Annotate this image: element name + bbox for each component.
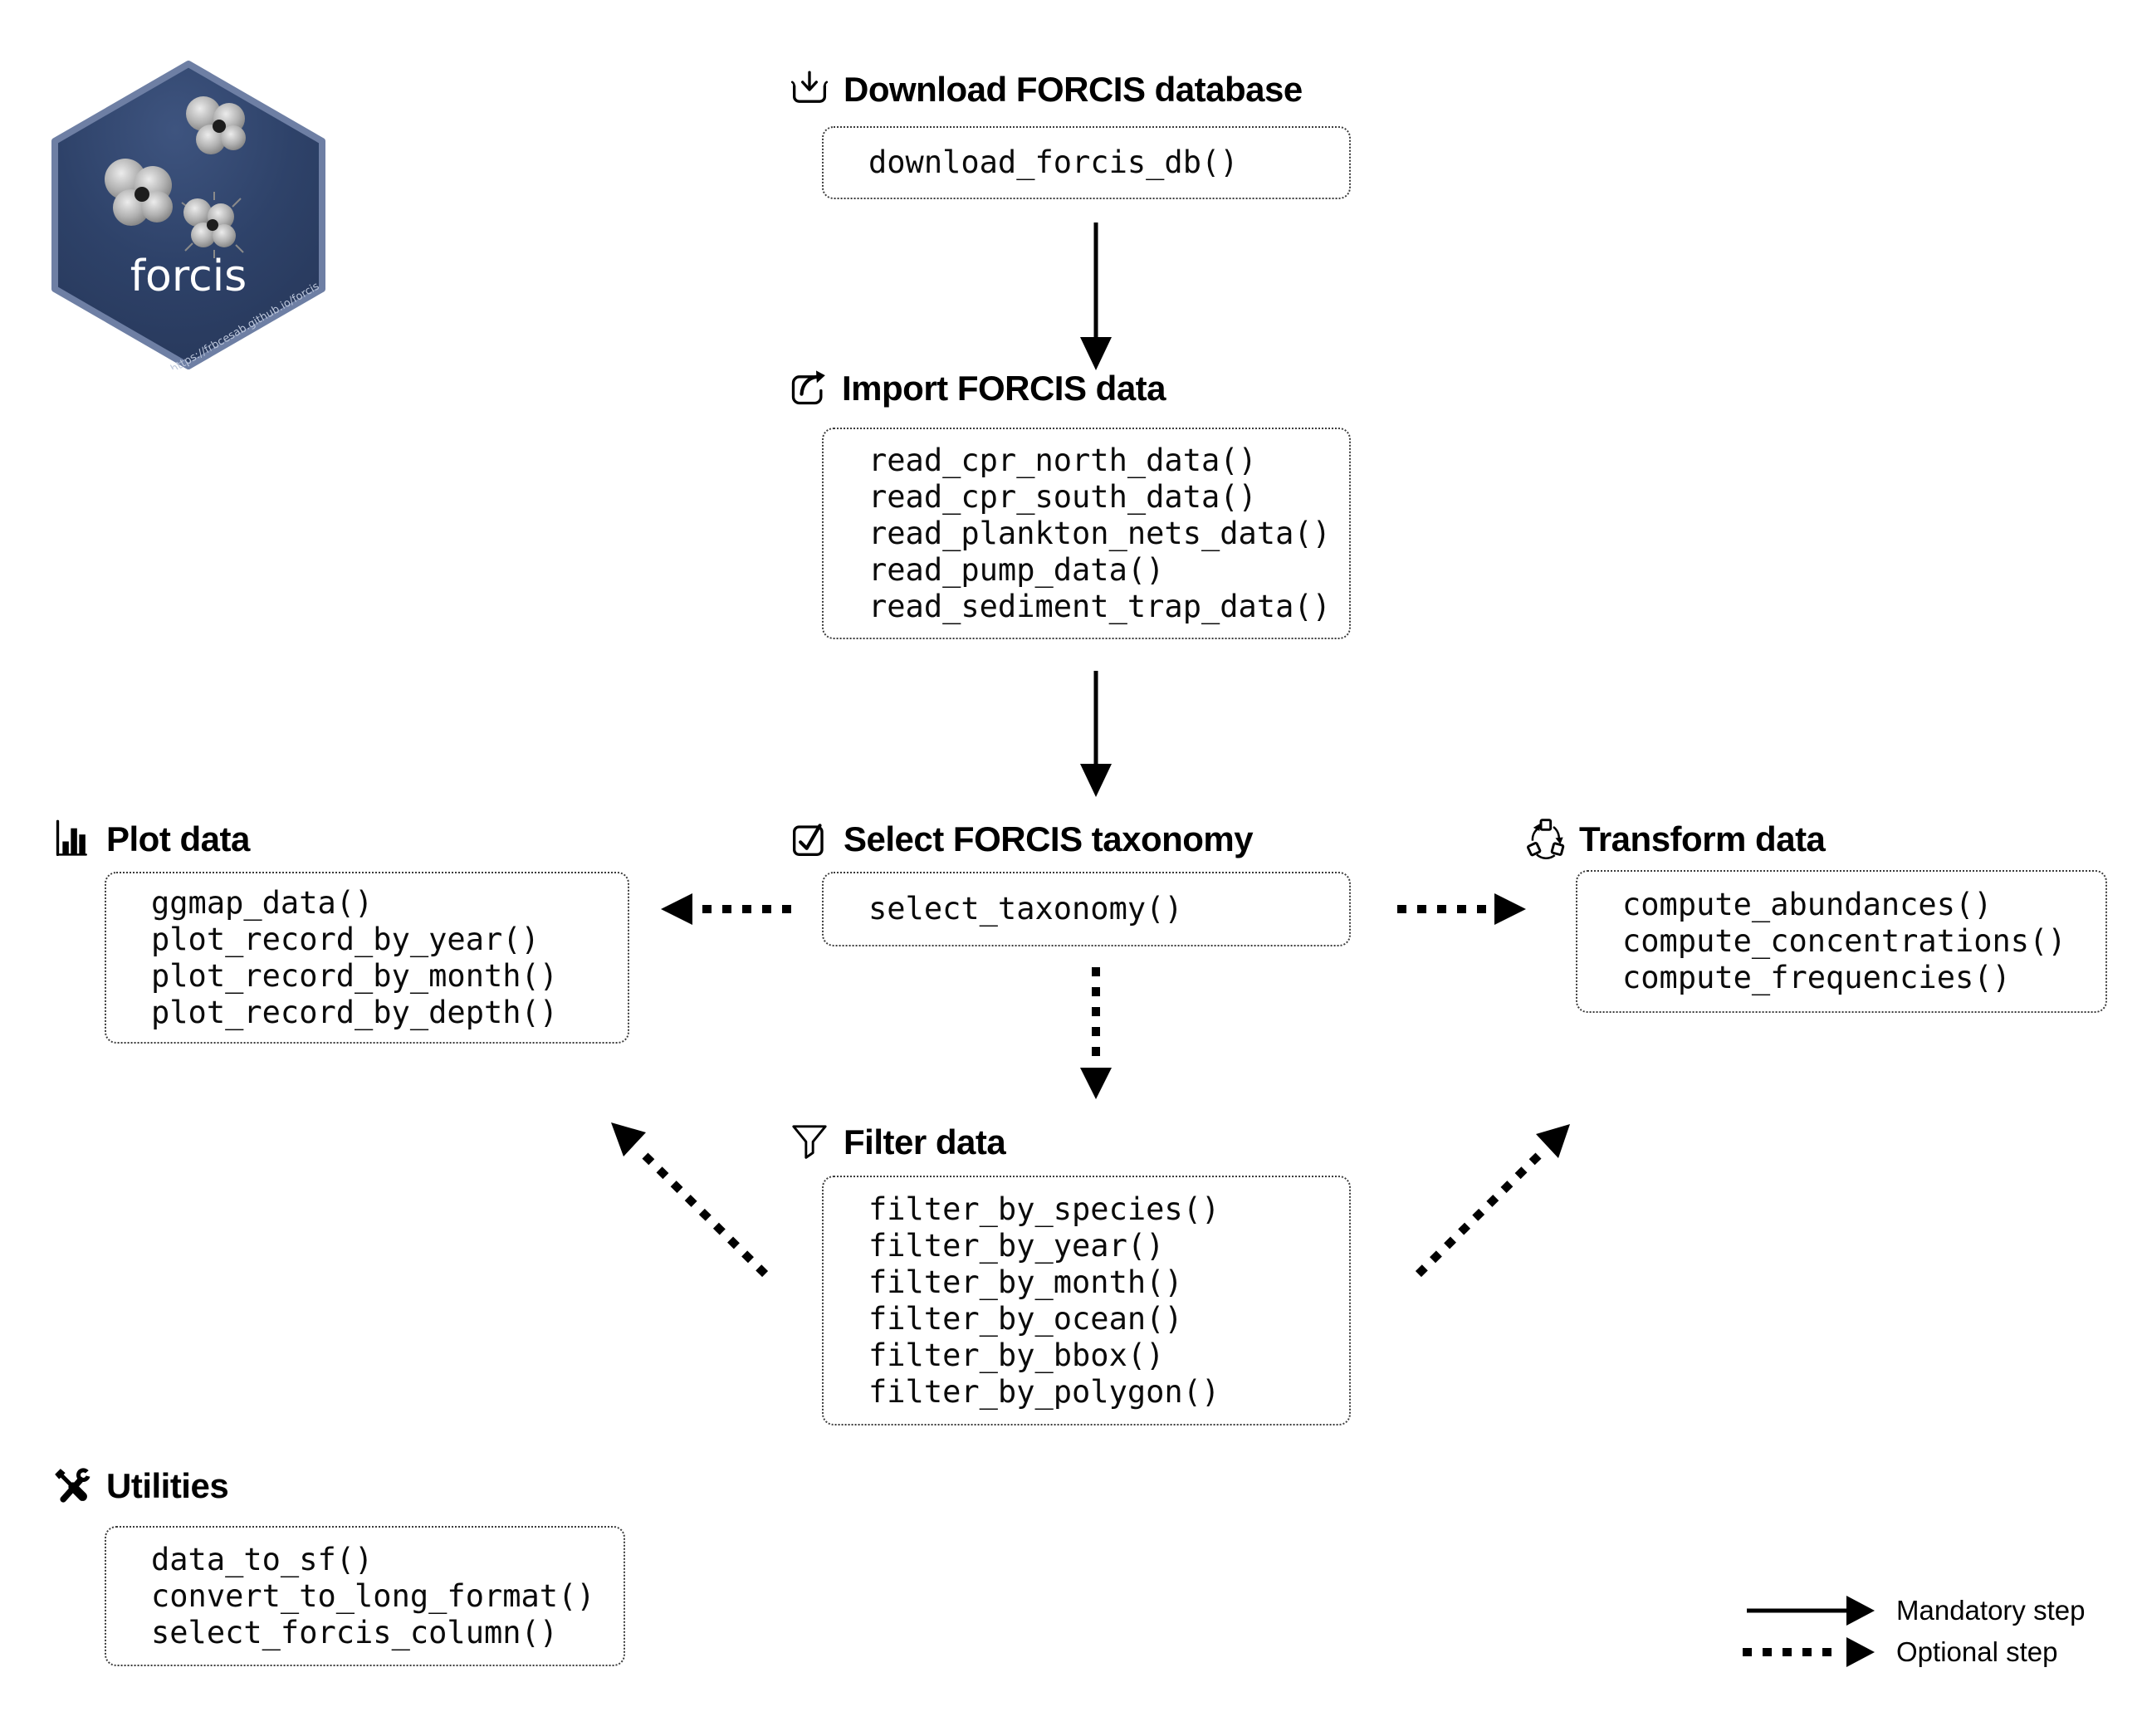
function-name: compute_abundances() (1622, 887, 1993, 922)
function-name: read_sediment_trap_data() (868, 588, 1331, 624)
arrow-import-to-select (1080, 671, 1112, 797)
section-title-text: Transform data (1579, 819, 1826, 858)
tools-icon (55, 1466, 93, 1503)
function-name: filter_by_ocean() (868, 1300, 1183, 1337)
function-name: filter_by_polygon() (868, 1373, 1220, 1410)
arrow-select-to-transform (1397, 893, 1526, 925)
foraminifera-cluster (181, 192, 244, 258)
export-arrow-icon (791, 370, 825, 405)
section-title-text: Download FORCIS database (844, 70, 1303, 109)
function-name: select_forcis_column() (151, 1614, 559, 1650)
function-name: select_taxonomy() (868, 891, 1183, 927)
download-icon (790, 71, 829, 103)
function-name: plot_record_by_month() (151, 957, 559, 994)
section-title-import: Import FORCIS data (787, 365, 1166, 412)
function-name: download_forcis_db() (868, 144, 1239, 180)
legend-optional-arrow (1743, 1637, 1875, 1667)
legend-mandatory-arrow (1747, 1596, 1875, 1626)
select-functions-box: select_taxonomy() (822, 872, 1351, 946)
legend-mandatory-label: Mandatory step (1896, 1595, 2086, 1626)
foraminifera-cluster (186, 96, 246, 154)
utilities-functions-box: data_to_sf()convert_to_long_format()sele… (105, 1526, 625, 1666)
transform-functions-box: compute_abundances()compute_concentratio… (1576, 870, 2107, 1013)
checkbox-icon (793, 824, 824, 856)
section-title-text: Utilities (106, 1466, 229, 1505)
arrow-select-to-plot (661, 893, 791, 925)
function-name: read_cpr_north_data() (868, 442, 1257, 478)
function-name: ggmap_data() (151, 884, 374, 921)
logo-title: forcis (130, 252, 247, 301)
function-name: filter_by_month() (868, 1264, 1183, 1300)
function-name: filter_by_species() (868, 1191, 1220, 1227)
function-name: read_plankton_nets_data() (868, 515, 1331, 551)
function-name: data_to_sf() (151, 1541, 374, 1577)
legend-optional-label: Optional step (1896, 1636, 2058, 1667)
function-name: plot_record_by_year() (151, 921, 540, 957)
arrow-filter-to-plot (611, 1122, 769, 1278)
function-name: compute_concentrations() (1622, 923, 2066, 959)
section-title-text: Filter data (844, 1122, 1006, 1161)
function-name: filter_by_year() (868, 1227, 1165, 1264)
section-title-transform: Transform data (1524, 816, 1826, 863)
section-title-text: Import FORCIS data (842, 369, 1166, 408)
section-title-plot: Plot data (51, 816, 250, 863)
section-title-filter: Filter data (789, 1119, 1006, 1166)
function-name: convert_to_long_format() (151, 1577, 595, 1614)
function-name: read_cpr_south_data() (868, 478, 1257, 515)
arrow-filter-to-transform (1415, 1124, 1570, 1278)
plot-functions-box: ggmap_data()plot_record_by_year()plot_re… (105, 872, 629, 1044)
function-name: filter_by_bbox() (868, 1337, 1165, 1373)
import-functions-box: read_cpr_north_data()read_cpr_south_data… (822, 428, 1351, 639)
section-title-select: Select FORCIS taxonomy (789, 816, 1254, 863)
section-title-utilities: Utilities (51, 1463, 229, 1509)
function-name: plot_record_by_depth() (151, 994, 559, 1030)
function-name: read_pump_data() (868, 551, 1165, 588)
section-title-text: Select FORCIS taxonomy (844, 819, 1254, 858)
cycle-icon (1527, 819, 1565, 859)
function-name: compute_frequencies() (1622, 960, 2011, 995)
section-title-download: Download FORCIS database (789, 66, 1303, 113)
foraminifera-cluster (105, 159, 173, 226)
filter-functions-box: filter_by_species()filter_by_year()filte… (822, 1176, 1351, 1425)
bar-chart-icon (56, 819, 87, 856)
section-title-text: Plot data (106, 819, 250, 858)
forcis-hex-logo: forcis https://frbcesab.github.io/forcis (51, 61, 325, 369)
funnel-icon (792, 1125, 827, 1159)
arrow-select-to-filter (1080, 967, 1112, 1099)
arrow-download-to-import (1080, 223, 1112, 370)
download-functions-box: download_forcis_db() (822, 126, 1351, 199)
